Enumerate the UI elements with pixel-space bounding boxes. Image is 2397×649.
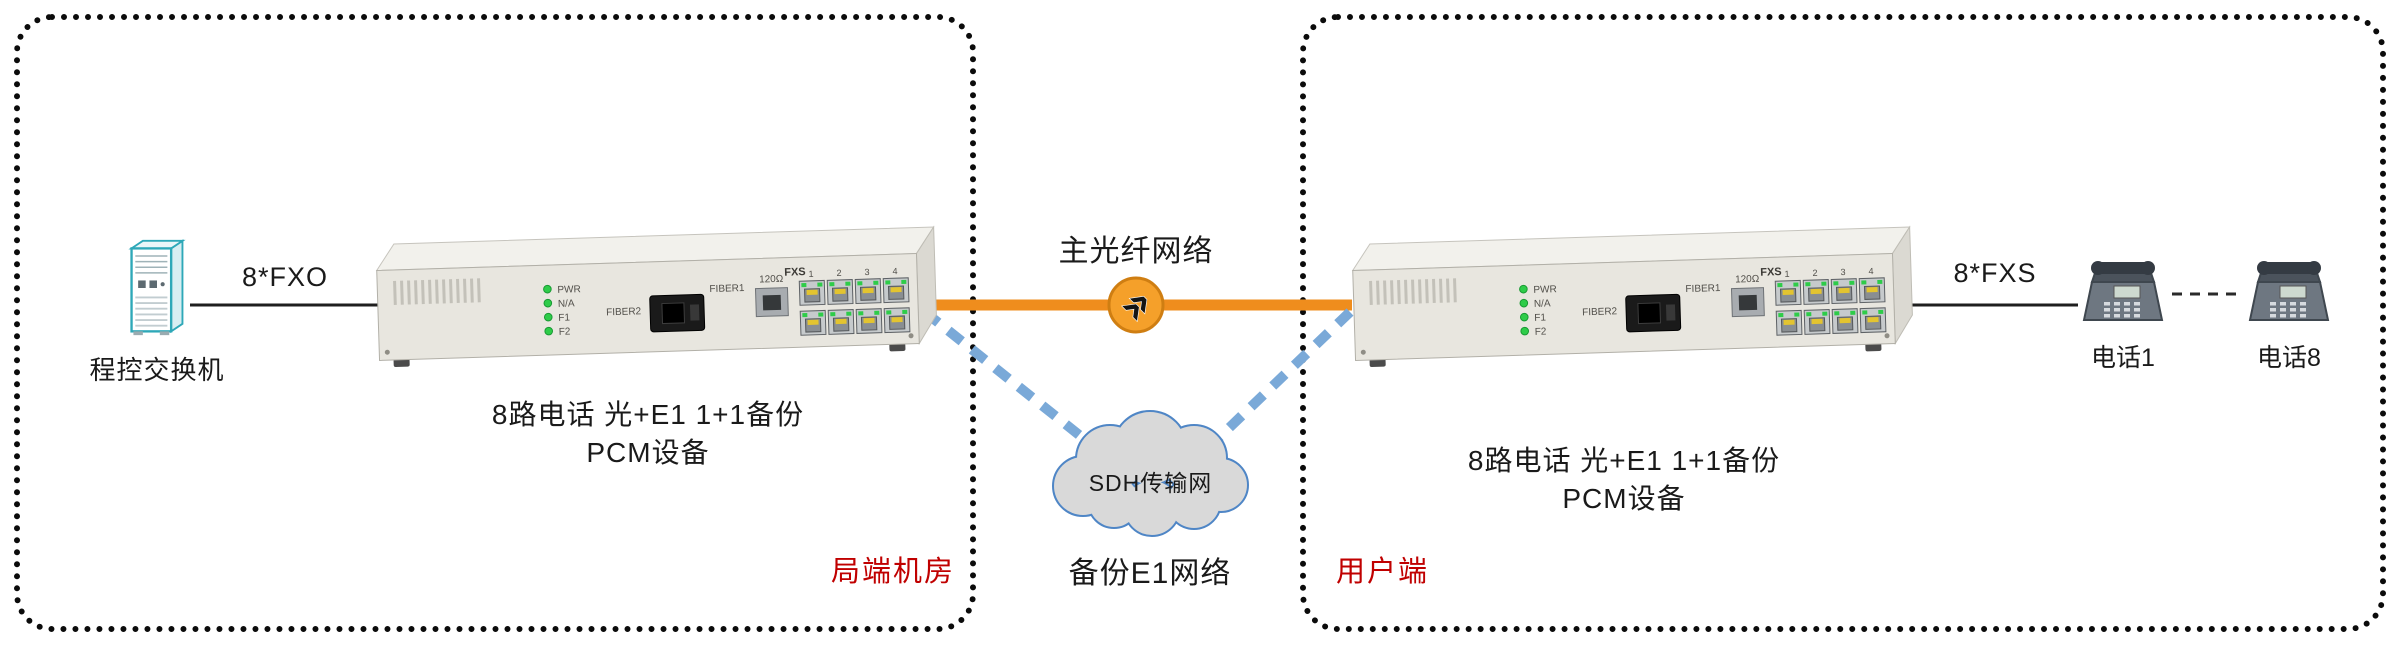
- rj45-port-grid: [798, 277, 911, 336]
- device-front-panel: [1352, 253, 1896, 361]
- svg-text:3: 3: [864, 267, 869, 277]
- port-group-label: FXS: [784, 266, 806, 279]
- device-foot: [1865, 342, 1882, 352]
- led-block: PWR N/A F1 F2: [543, 284, 581, 338]
- device-caption-left: 8路电话 光+E1 1+1备份 PCM设备: [398, 396, 898, 472]
- device-caption-right-line1: 8路电话 光+E1 1+1备份: [1467, 445, 1781, 476]
- led-label-pwr: PWR: [557, 284, 581, 296]
- switch-label: 程控交换机: [89, 355, 225, 385]
- phone8-label: 电话8: [2257, 344, 2321, 372]
- device-caption-left-line1: 8路电话 光+E1 1+1备份: [491, 399, 805, 430]
- screw: [384, 349, 390, 355]
- fiber1-label: FIBER1: [709, 283, 745, 295]
- rj45-port: [798, 279, 826, 306]
- backup-link-label: 备份E1网络: [1068, 557, 1232, 590]
- device-front-panel: [376, 253, 920, 361]
- switch-panel-lines: [135, 255, 168, 274]
- fiber2-label: FIBER2: [606, 306, 642, 318]
- pcm-device-left: PWR N/A F1 F2 FIBER2 FIBER1 120Ω FXS 1 2: [375, 225, 937, 367]
- port-group-label: FXS: [1760, 266, 1782, 279]
- device-caption-right: 8路电话 光+E1 1+1备份 PCM设备: [1374, 442, 1874, 518]
- keypad: [2104, 302, 2140, 318]
- port-numbers: 1 2 3 4: [1784, 266, 1873, 279]
- device-caption-left-line2: PCM设备: [586, 437, 710, 468]
- pbx-switch-icon: [128, 239, 186, 336]
- rj45-port-grid: [1774, 277, 1887, 336]
- port-numbers: 1 2 3 4: [808, 266, 897, 279]
- phone-screen: [2113, 285, 2141, 299]
- rj45-port: [883, 307, 911, 334]
- rj45-port: [827, 309, 855, 335]
- zone-label-central-office: 局端机房: [830, 556, 955, 588]
- rj45-port: [1775, 309, 1803, 336]
- led-label-f1: F1: [1534, 312, 1546, 323]
- rj45-port: [1858, 277, 1886, 304]
- rj45-port: [1803, 309, 1831, 335]
- pcm-device-right: PWR N/A F1 F2 FIBER2 FIBER1 120Ω FXS 1 2: [1351, 225, 1913, 367]
- svg-text:4: 4: [1868, 266, 1873, 276]
- handset: [2094, 262, 2152, 274]
- fiber-port-module: [1625, 293, 1682, 333]
- screw: [908, 333, 914, 339]
- rj45-port: [799, 309, 827, 336]
- device-foot: [1369, 358, 1386, 367]
- led-block: PWR N/A F1 F2: [1519, 284, 1557, 338]
- svg-text:1: 1: [1784, 269, 1789, 279]
- handset: [2260, 262, 2318, 274]
- zone-label-user: 用户端: [1336, 556, 1430, 588]
- rj45-port: [854, 278, 882, 304]
- switch-grill: [135, 296, 168, 327]
- phone1-label: 电话1: [2091, 344, 2155, 372]
- e1-port: [1730, 287, 1765, 318]
- main-fiber-label: 主光纤网络: [1058, 235, 1214, 268]
- rj45-port: [1830, 278, 1858, 304]
- fxo-label: 8*FXO: [241, 262, 329, 292]
- rj45-port: [826, 279, 854, 305]
- impedance-label: 120Ω: [759, 274, 784, 286]
- vent-grille: [1369, 278, 1457, 305]
- svg-text:2: 2: [836, 268, 841, 278]
- phone1-icon: [2082, 261, 2164, 321]
- e1-port: [754, 287, 789, 318]
- vent-grille: [393, 278, 481, 305]
- fiber-port-module: [649, 293, 706, 333]
- rj45-port: [1831, 308, 1859, 334]
- led-label-na: N/A: [558, 298, 575, 310]
- keypad: [2270, 302, 2306, 318]
- impedance-label: 120Ω: [1735, 274, 1760, 286]
- svg-text:3: 3: [1840, 267, 1845, 277]
- fiber-node-icon: »: [1105, 274, 1165, 334]
- fiber2-label: FIBER2: [1582, 306, 1618, 318]
- led-label-pwr: PWR: [1533, 284, 1557, 296]
- phone-screen: [2279, 285, 2307, 299]
- device-foot: [393, 358, 410, 367]
- svg-text:4: 4: [892, 266, 897, 276]
- rj45-port: [1859, 307, 1887, 334]
- fiber1-label: FIBER1: [1685, 283, 1721, 295]
- led-label-f2: F2: [1535, 326, 1547, 337]
- led-label-f1: F1: [558, 312, 570, 323]
- fiber-bidi-arrows-icon: »: [1106, 275, 1165, 334]
- led-label-na: N/A: [1534, 298, 1551, 310]
- rj45-port: [1774, 279, 1802, 306]
- device-caption-right-line2: PCM设备: [1562, 483, 1686, 514]
- phone8-icon: [2248, 261, 2330, 321]
- screw: [1360, 349, 1366, 355]
- rj45-port: [855, 308, 883, 334]
- cloud-label: SDH传输网: [1088, 470, 1213, 496]
- rj45-port: [1802, 279, 1830, 305]
- led-label-f2: F2: [559, 326, 571, 337]
- screw: [1884, 333, 1890, 339]
- svg-text:2: 2: [1812, 268, 1817, 278]
- device-foot: [889, 342, 906, 352]
- svg-text:1: 1: [808, 269, 813, 279]
- rj45-port: [882, 277, 910, 304]
- fxs-label: 8*FXS: [1953, 258, 2037, 288]
